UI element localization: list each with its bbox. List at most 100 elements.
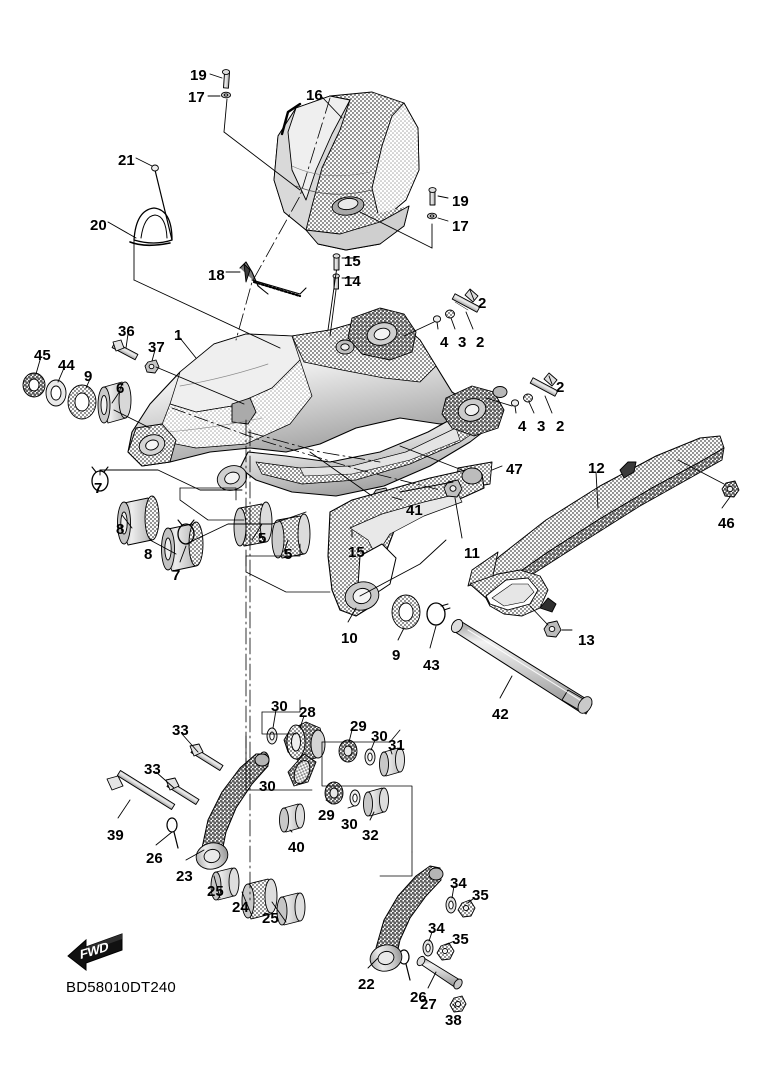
callout-number-17: 17 [188,89,205,106]
callout-number-33: 33 [144,761,161,778]
part-11-nut [443,479,463,498]
callout-number-29: 29 [318,807,335,824]
part-40-collar [279,803,305,833]
callout-number-43: 43 [423,657,440,674]
part-9-bearing-lower [391,594,421,630]
part-36-bolt [111,339,139,361]
callout-number-2: 2 [556,379,565,396]
callout-number-3: 3 [537,418,546,435]
callout-number-11: 11 [464,545,480,562]
callout-number-34: 34 [428,920,445,937]
part-46-nut [721,480,740,498]
callout-number-47: 47 [506,461,523,478]
callout-number-42: 42 [492,706,509,723]
callout-number-4: 4 [518,418,527,435]
part-6-collar [97,381,132,424]
callout-number-2: 2 [556,418,565,435]
callout-number-30: 30 [271,698,288,715]
callout-number-35: 35 [472,887,489,904]
callout-number-8: 8 [116,521,125,538]
callout-number-30: 30 [341,816,358,833]
part-9-bearing-left [67,384,97,420]
part-13-nut [543,620,562,638]
callout-number-13: 13 [578,632,595,649]
part-24-collar [241,878,278,920]
callout-number-19: 19 [190,67,207,84]
part-31-collar [379,747,405,777]
callout-number-35: 35 [452,931,469,948]
callout-number-39: 39 [107,827,124,844]
callout-number-20: 20 [90,217,107,234]
part-30-washer-c [364,748,376,766]
callout-number-25: 25 [262,910,279,927]
callout-number-2: 2 [478,295,487,312]
callout-number-15: 15 [344,253,361,270]
callout-number-41: 41 [406,502,423,519]
diagram-code-label: BD58010DT240 [66,979,176,996]
part-20-clip [129,207,173,247]
callout-number-15: 15 [348,544,365,561]
callout-number-14: 14 [344,273,361,290]
callout-number-2: 2 [476,334,485,351]
callout-number-30: 30 [371,728,388,745]
part-43-circlip [426,602,451,626]
callout-number-18: 18 [208,267,225,284]
callout-number-19: 19 [452,193,469,210]
part-21-pin [151,164,173,241]
part-34-washer-a [445,896,457,914]
part-2-bolt-upper [451,288,481,313]
part-42-pivot-shaft [450,619,593,715]
callout-number-24: 24 [232,899,249,916]
part-17-washer-right [426,212,438,220]
part-38-nut [449,995,467,1013]
callout-number-36: 36 [118,323,135,340]
callout-number-40: 40 [288,839,305,856]
part-4-nut-upper [432,315,442,323]
part-23-connecting-arm [195,753,270,870]
part-2-bolt-lower [529,372,559,397]
part-4-nut-lower [510,399,520,407]
callout-number-7: 7 [172,567,181,584]
part-29-bearing-b [324,781,344,805]
part-27-shaft [416,955,463,990]
callout-number-17: 17 [452,218,469,235]
callout-number-32: 32 [362,827,379,844]
part-15-bolt-upper [332,253,341,271]
part-28-connecting-rod [283,721,326,787]
forward-direction-arrow: FWD [64,932,128,972]
callout-number-34: 34 [450,875,467,892]
callout-number-26: 26 [410,989,427,1006]
callout-number-5: 5 [258,530,267,547]
callout-number-30: 30 [259,778,276,795]
part-3-washer-lower [523,393,533,403]
callout-number-25: 25 [207,883,224,900]
part-34-washer-b [422,939,434,957]
callout-number-9: 9 [392,647,401,664]
callout-number-44: 44 [58,357,75,374]
part-37-nut [144,359,160,374]
part-29-bearing-a [338,739,358,763]
callout-number-38: 38 [445,1012,462,1029]
part-3-washer-upper [445,309,455,319]
callout-number-7: 7 [94,480,103,497]
part-17-washer-upper-left [220,91,232,99]
callout-number-8: 8 [144,546,153,563]
callout-number-29: 29 [350,718,367,735]
callout-number-23: 23 [176,868,193,885]
part-8-collar-lower [161,521,204,572]
callout-number-33: 33 [172,722,189,739]
callout-number-31: 31 [388,737,405,754]
part-16-rear-fender [273,91,420,251]
part-19-bolt-upper-left [221,69,231,89]
callout-number-16: 16 [306,87,323,104]
part-25-collar-b [276,892,306,926]
callout-number-6: 6 [116,380,125,397]
part-12-chain-guide [467,435,725,617]
callout-number-37: 37 [148,339,165,356]
part-30-washer-d [349,789,361,807]
callout-number-9: 9 [84,368,93,385]
callout-number-4: 4 [440,334,449,351]
callout-number-21: 21 [118,152,135,169]
